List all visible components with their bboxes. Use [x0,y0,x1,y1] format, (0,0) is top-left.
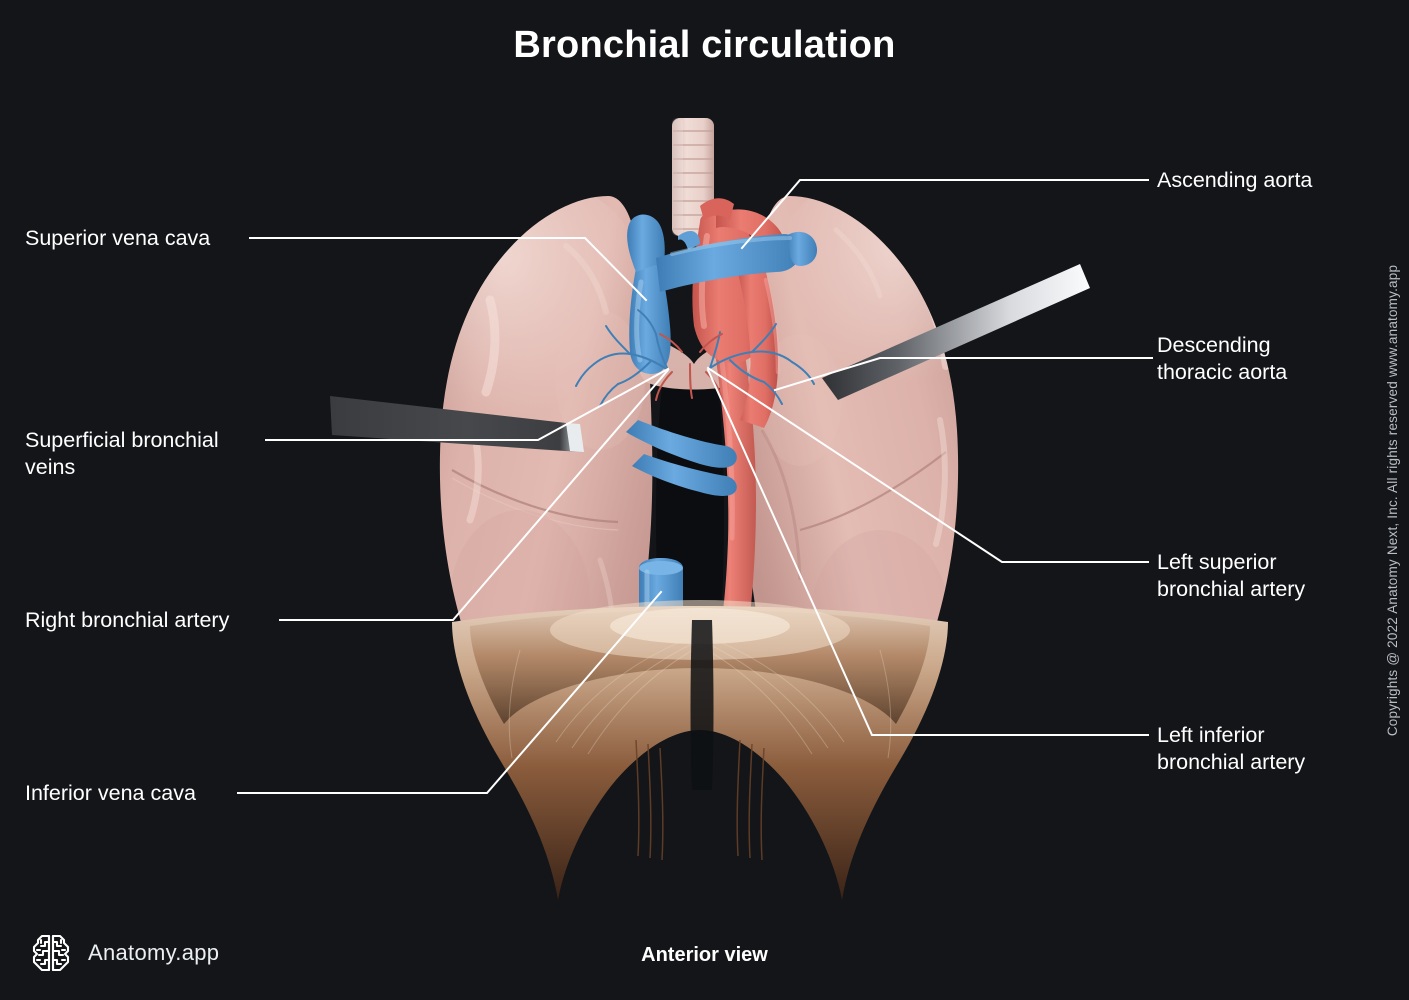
label-left-superior-bronchial-artery: Left superior bronchial artery [1157,550,1306,601]
label-superior-vena-cava: Superior vena cava [25,226,211,250]
brain-icon [32,934,70,972]
label-inferior-vena-cava: Inferior vena cava [25,781,196,805]
copyright-text: Copyrights @ 2022 Anatomy Next, Inc. All… [1385,264,1401,736]
pointer-probe-left [330,396,584,452]
label-superficial-bronchial-veins: Superficial bronchial veins [25,428,219,479]
superior-vena-cava [627,214,818,374]
label-right-bronchial-artery: Right bronchial artery [25,608,230,632]
view-caption: Anterior view [641,944,768,966]
bronchial-vessels [575,309,815,407]
leader-lines [237,179,1153,794]
page-title: Bronchial circulation [513,24,896,66]
label-descending-thoracic-aorta: Descending thoracic aorta [1157,333,1288,384]
copyright-notice: Copyrights @ 2022 Anatomy Next, Inc. All… [1373,0,1409,1000]
diaphragm [452,600,948,900]
label-ascending-aorta: Ascending aorta [1157,168,1313,192]
brand-logo[interactable]: Anatomy.app [28,930,219,976]
brand-name: Anatomy.app [88,940,220,965]
brachiocephalic-trunk [700,198,734,220]
label-left-inferior-bronchial-artery: Left inferior bronchial artery [1157,723,1306,774]
bronchial-venous-crossing [626,420,737,496]
pointer-probe-right [822,264,1090,400]
